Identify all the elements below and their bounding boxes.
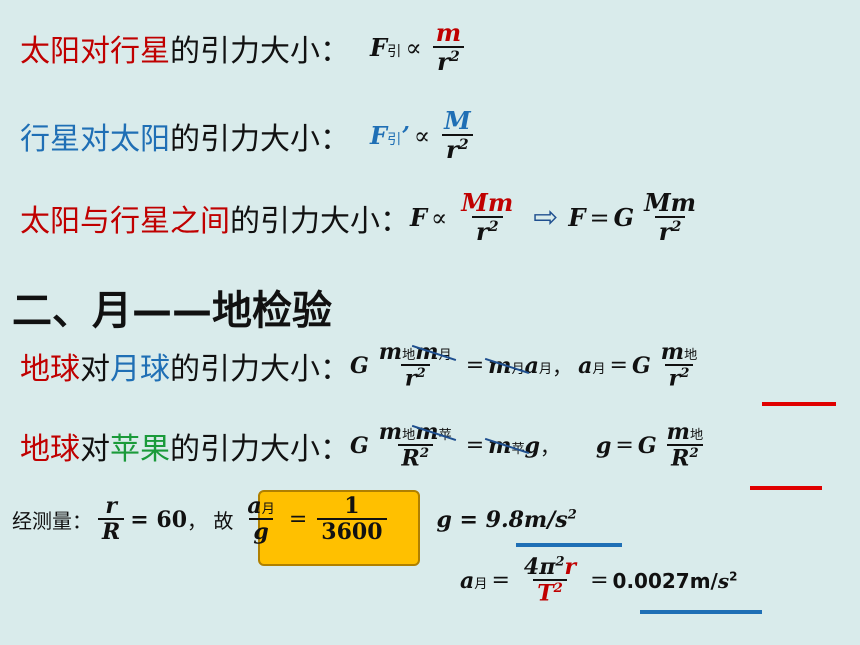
comma: ， [540, 435, 561, 460]
accel-ratio-fraction: a月 g [247, 493, 275, 546]
underline-apple-result [750, 486, 822, 490]
therefore-text: ， 故 [187, 509, 234, 534]
subject-apple: 苹果 [110, 431, 170, 467]
measured-label: 经测量： [12, 509, 92, 534]
g-symbol: g [596, 432, 612, 459]
centripetal-fraction: 4π2r T2 [523, 554, 577, 607]
fraction: m地m月 r2 [378, 339, 452, 392]
desc-text: 的引力大小： [170, 351, 350, 387]
line-earth-on-moon: 地球 对 月球 的引力大小： G m地m月 r2 = m月a月 ， a月 = G… [20, 340, 707, 392]
mass-times-accel: m月a月 [488, 352, 553, 379]
highlight-box [258, 490, 420, 566]
line-earth-on-apple: 地球 对 苹果 的引力大小： G m地m苹 R2 = m苹g ， g = G m… [20, 420, 713, 472]
line-sun-on-planet: 太阳对行星 的引力大小： F引 ∝ m r2 [20, 19, 471, 76]
equals-symbol-2: = [615, 433, 634, 459]
underline-g-value [516, 543, 622, 547]
fraction-result: m地 R2 [666, 419, 704, 472]
desc-text: 的引力大小： [170, 431, 350, 467]
ratio-value: = 60 [130, 506, 188, 533]
line-sun-and-planet: 太阳与行星之间 的引力大小： F ∝ Mm r2 ⇨ F = G Mm r2 [20, 188, 706, 247]
subject-text: 太阳与行星之间 [20, 203, 230, 239]
subject-earth: 地球 [20, 351, 80, 387]
force-symbol: F引 [370, 33, 402, 63]
gravity-constant-2: G [637, 432, 657, 459]
gravity-constant-2: G [631, 352, 651, 379]
equals-symbol-2: = [609, 353, 628, 379]
line-measurement: 经测量： r R = 60 ， 故 a月 g = 1 3600 g = 9.8m… [12, 494, 577, 545]
subject-connector: 对 [80, 351, 110, 387]
subject-text: 太阳对行星 [20, 33, 170, 69]
desc-text: 的引力大小： [230, 203, 410, 239]
g-value: g = 9.8m/s2 [436, 506, 577, 533]
gravity-constant: G [350, 352, 369, 379]
subject-earth: 地球 [20, 431, 80, 467]
proportional-symbol: ∝ [413, 121, 431, 150]
accel-moon: a月 [460, 567, 488, 594]
fraction: M r2 [440, 107, 475, 164]
moon-accel-value: 0.0027m/s2 [612, 568, 738, 593]
underline-moon-accel [640, 610, 762, 614]
fraction-2: Mm r2 [644, 188, 697, 247]
force-symbol: F引’ [370, 121, 410, 151]
fraction: m r2 [432, 19, 465, 76]
gravity-constant: G [350, 432, 369, 459]
subject-connector: 对 [80, 431, 110, 467]
desc-text: 的引力大小： [170, 33, 350, 69]
comma: ， [552, 355, 573, 380]
subject-moon: 月球 [110, 351, 170, 387]
fraction: Mm r2 [461, 188, 514, 247]
equals-symbol-2: = [590, 568, 609, 594]
arrow-right-icon: ⇨ [533, 200, 559, 236]
proportional-symbol: ∝ [431, 203, 448, 232]
proportional-symbol: ∝ [405, 33, 422, 62]
equals-symbol: = [465, 433, 485, 459]
mass-times-g: m苹g [488, 432, 541, 459]
subject-text: 行星对太阳 [20, 121, 170, 157]
accel-moon: a月 [578, 352, 606, 379]
gravity-constant: G [613, 203, 635, 233]
section-heading: 二、月——地检验 [12, 288, 332, 334]
fraction-result: m地 r2 [660, 339, 698, 392]
ratio-result-fraction: 1 3600 [317, 494, 387, 545]
equals-symbol: = [465, 353, 485, 379]
desc-text: 的引力大小： [170, 121, 350, 157]
line-moon-accel: a月 = 4π2r T2 = 0.0027m/s2 [460, 555, 737, 607]
fraction: m地m苹 R2 [378, 419, 452, 472]
line-planet-on-sun: 行星对太阳 的引力大小： F引’ ∝ M r2 [20, 107, 481, 164]
equals-symbol: = [288, 507, 308, 533]
underline-moon-result [762, 402, 836, 406]
force-symbol-2: F [568, 203, 586, 233]
ratio-fraction: r R [98, 494, 125, 545]
force-symbol: F [410, 203, 428, 233]
equals-symbol: = [491, 568, 510, 594]
equals-symbol: = [589, 203, 610, 232]
